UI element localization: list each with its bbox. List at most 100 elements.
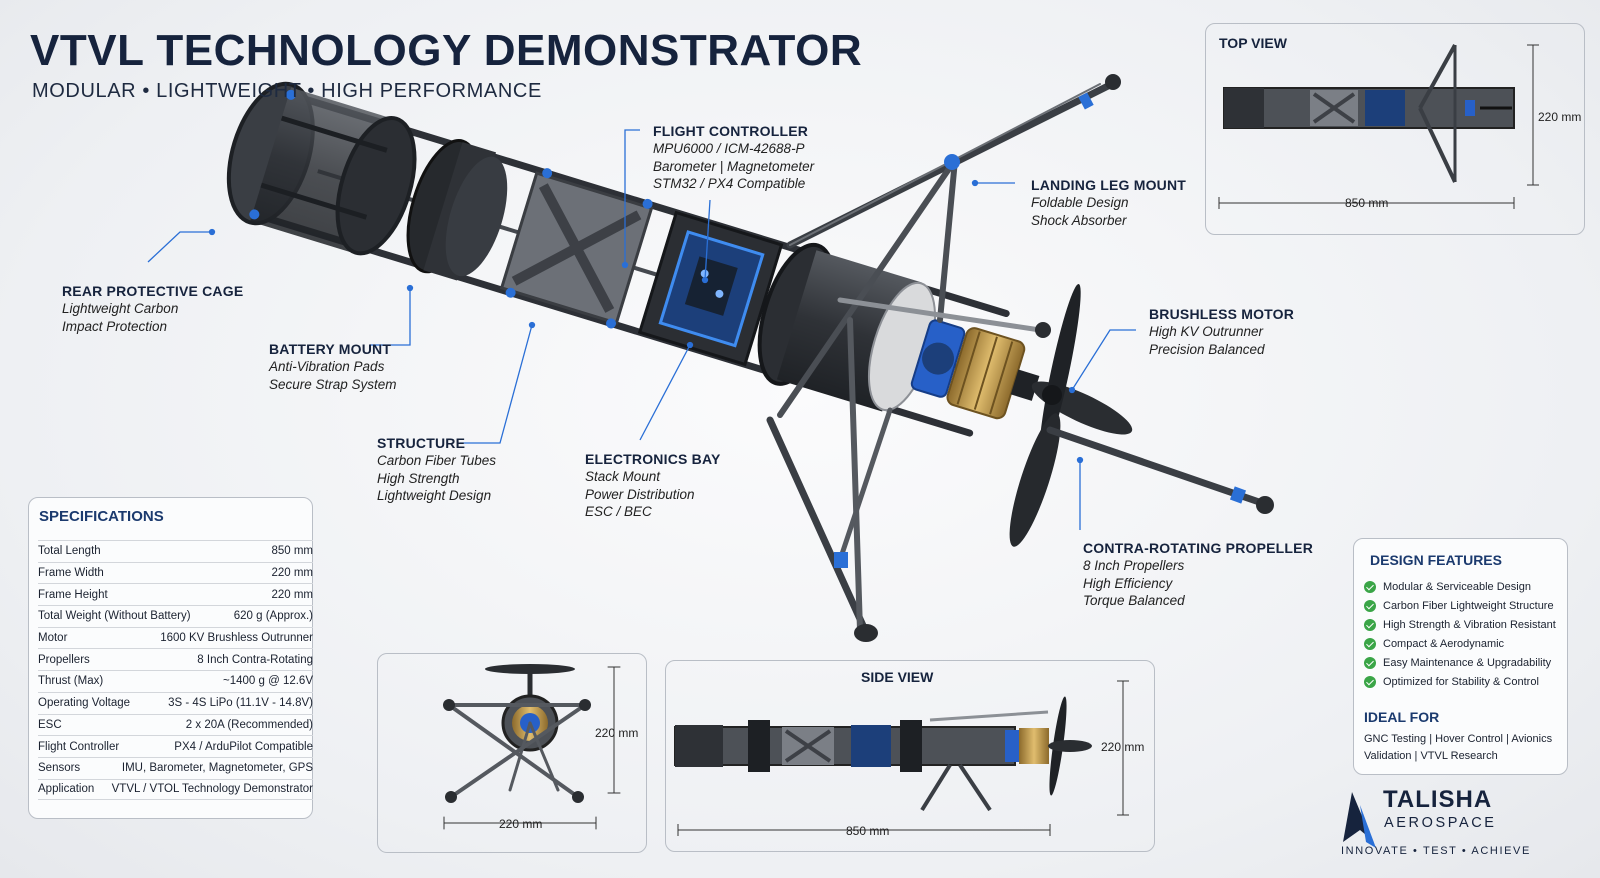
contra-propeller: [1009, 283, 1133, 547]
callout-rear-cage: REAR PROTECTIVE CAGE Lightweight Carbon …: [62, 282, 243, 335]
spec-label: Motor: [38, 632, 68, 645]
top-view-drawing: [1218, 44, 1539, 209]
top-view-width-dimension: 850 mm: [1345, 196, 1389, 210]
callout-line: Anti-Vibration Pads: [269, 359, 385, 375]
spec-label: Operating Voltage: [38, 697, 131, 710]
callout-line: Secure Strap System: [269, 376, 397, 392]
callout-structure: STRUCTURE Carbon Fiber Tubes High Streng…: [377, 434, 496, 505]
battery-mount-ring: [406, 139, 508, 281]
front-view-drawing: [443, 664, 621, 830]
spec-value: PX4 / ArduPilot Compatible: [174, 740, 313, 753]
spec-value: VTVL / VTOL Technology Demonstrator: [111, 783, 313, 796]
feature-label: Modular & Serviceable Design: [1383, 580, 1531, 593]
feature-item: Easy Maintenance & Upgradability: [1364, 653, 1556, 672]
callout-line: High Strength: [377, 470, 460, 486]
design-features-title: DESIGN FEATURES: [1370, 552, 1502, 568]
callout-line: Carbon Fiber Tubes: [377, 453, 497, 469]
spec-value: 3S - 4S LiPo (11.1V - 14.8V): [168, 697, 313, 710]
spec-value: IMU, Barometer, Magnetometer, GPS: [121, 762, 313, 775]
side-view-panel: SIDE VIEW: [665, 660, 1155, 852]
spec-value: ~1400 g @ 12.6V: [222, 675, 313, 688]
spec-row: Sensors IMU, Barometer, Magnetometer, GPS: [38, 756, 313, 779]
check-icon: [1364, 656, 1376, 669]
spec-value: 1600 KV Brushless Outrunner: [160, 632, 313, 645]
spec-row: Total Length 850 mm: [38, 540, 313, 562]
ideal-for-text: GNC Testing | Hover Control | Avionics V…: [1364, 733, 1553, 762]
feature-item: Modular & Serviceable Design: [1364, 577, 1556, 596]
top-view-height-dimension: 220 mm: [1538, 110, 1582, 124]
spec-label: Application: [38, 783, 95, 796]
spec-row: Application VTVL / VTOL Technology Demons…: [38, 778, 313, 801]
leader-lines: [147, 129, 1136, 530]
spec-label: Flight Controller: [38, 740, 120, 753]
top-view-panel: TOP VIEW: [1205, 23, 1585, 235]
landing-legs: [766, 74, 1274, 642]
spec-label: Frame Width: [38, 567, 104, 580]
electronics-bay: [637, 210, 784, 367]
callout-line: Shock Absorber: [1031, 212, 1127, 228]
logo-emblem: [1343, 792, 1376, 848]
spec-row: Operating Voltage 3S - 4S LiPo (11.1V - 1…: [38, 691, 313, 714]
spec-value: 2 x 20A (Recommended): [185, 718, 313, 731]
feature-item: Compact & Aerodynamic: [1364, 634, 1556, 653]
spec-label: Thrust (Max): [38, 675, 104, 688]
spec-label: Total Weight (Without Battery): [38, 610, 191, 623]
feature-label: Optimized for Stability & Control: [1383, 675, 1539, 688]
rear-cage: [226, 81, 417, 256]
motor-assembly: [910, 319, 1040, 420]
check-icon: [1364, 580, 1376, 593]
check-icon: [1364, 618, 1376, 631]
front-view-panel: [377, 653, 647, 853]
callout-title: REAR PROTECTIVE CAGE: [62, 283, 244, 299]
spec-row: ESC 2 x 20A (Recommended): [38, 713, 313, 736]
callout-title: CONTRA-ROTATING PROPELLER: [1083, 540, 1314, 556]
logo-tagline: INNOVATE • TEST • ACHIEVE: [1341, 845, 1531, 857]
callout-line: Lightweight Design: [377, 488, 492, 504]
callout-line: Impact Protection: [62, 318, 168, 334]
spec-row: Flight Controller PX4 / ArduPilot Compati…: [38, 735, 313, 757]
callout-line: Lightweight Carbon: [62, 301, 179, 317]
callout-line: Foldable Design: [1031, 195, 1129, 211]
callout-title: BATTERY MOUNT: [269, 341, 392, 357]
callout-line: High KV Outrunner: [1149, 324, 1264, 340]
callout-electronics-bay: ELECTRONICS BAY Stack Mount Power Distri…: [585, 450, 721, 521]
side-view-width-dimension: 850 mm: [846, 824, 890, 838]
feature-label: Easy Maintenance & Upgradability: [1383, 656, 1552, 669]
spec-value: 850 mm: [271, 545, 313, 558]
spec-label: ESC: [38, 718, 62, 731]
feature-item: High Strength & Vibration Resistant: [1364, 615, 1556, 634]
page-title: VTVL TECHNOLOGY DEMONSTRATOR: [30, 26, 863, 75]
check-icon: [1364, 637, 1376, 650]
front-view-height-dimension: 220 mm: [595, 726, 639, 740]
callout-line: 8 Inch Propellers: [1083, 558, 1185, 574]
spec-label: Total Length: [38, 545, 101, 558]
rocket-frame: [226, 81, 1040, 437]
spec-row: Motor 1600 KV Brushless Outrunner: [38, 626, 313, 649]
callout-landing-leg-mount: LANDING LEG MOUNT Foldable Design Shock …: [1031, 176, 1186, 229]
callout-line: Power Distribution: [585, 486, 695, 502]
callout-flight-controller: FLIGHT CONTROLLER MPU6000 / ICM-42688-P …: [653, 122, 814, 193]
spec-value: 8 Inch Contra-Rotating: [197, 653, 313, 666]
top-view-title: TOP VIEW: [1219, 35, 1287, 51]
check-icon: [1364, 675, 1376, 688]
spec-label: Sensors: [38, 762, 81, 775]
callout-line: Stack Mount: [585, 469, 661, 485]
callout-title: BRUSHLESS MOTOR: [1149, 306, 1295, 322]
feature-item: Carbon Fiber Lightweight Structure: [1364, 596, 1556, 615]
spec-value: 220 mm: [271, 588, 313, 601]
callout-contra-propeller: CONTRA-ROTATING PROPELLER 8 Inch Propell…: [1083, 539, 1313, 610]
callout-line: Torque Balanced: [1083, 593, 1185, 609]
callout-line: Precision Balanced: [1149, 341, 1265, 357]
check-icon: [1364, 599, 1376, 612]
structure-plate: [499, 168, 654, 329]
side-view-height-dimension: 220 mm: [1101, 740, 1145, 754]
ideal-for-title: IDEAL FOR: [1364, 709, 1440, 725]
callout-title: STRUCTURE: [377, 435, 466, 451]
callout-title: ELECTRONICS BAY: [585, 451, 721, 467]
